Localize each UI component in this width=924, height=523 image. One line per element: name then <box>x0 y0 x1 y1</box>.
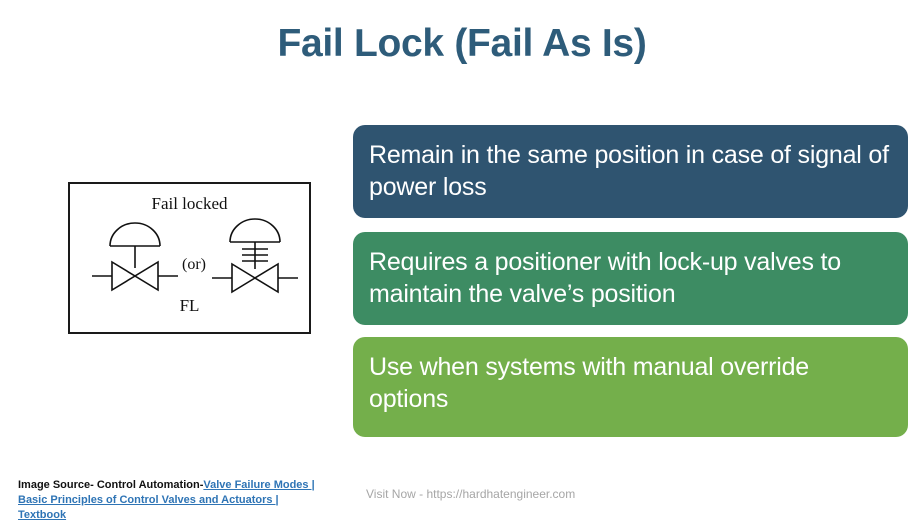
visit-now-text: Visit Now - https://hardhatengineer.com <box>366 487 576 501</box>
info-card-2: Requires a positioner with lock-up valve… <box>353 232 908 325</box>
page-title: Fail Lock (Fail As Is) <box>277 22 647 65</box>
source-credit-link[interactable]: Valve Failure Modes | Basic Principles o… <box>18 479 315 521</box>
diagram-caption-bottom: FL <box>179 296 200 315</box>
source-credit: Image Source- Control Automation-Valve F… <box>18 478 318 523</box>
fail-locked-diagram: Fail locked (or) <box>68 182 311 334</box>
info-card-3: Use when systems with manual override op… <box>353 337 908 437</box>
info-card-1: Remain in the same position in case of s… <box>353 125 908 218</box>
diagram-caption-top: Fail locked <box>151 194 228 213</box>
source-credit-prefix: Image Source- Control Automation- <box>18 479 204 491</box>
diaphragm-actuated-globe-valve-with-lock-icon <box>212 218 298 294</box>
diaphragm-actuated-globe-valve-icon <box>92 222 178 292</box>
diagram-or-label: (or) <box>182 256 206 273</box>
